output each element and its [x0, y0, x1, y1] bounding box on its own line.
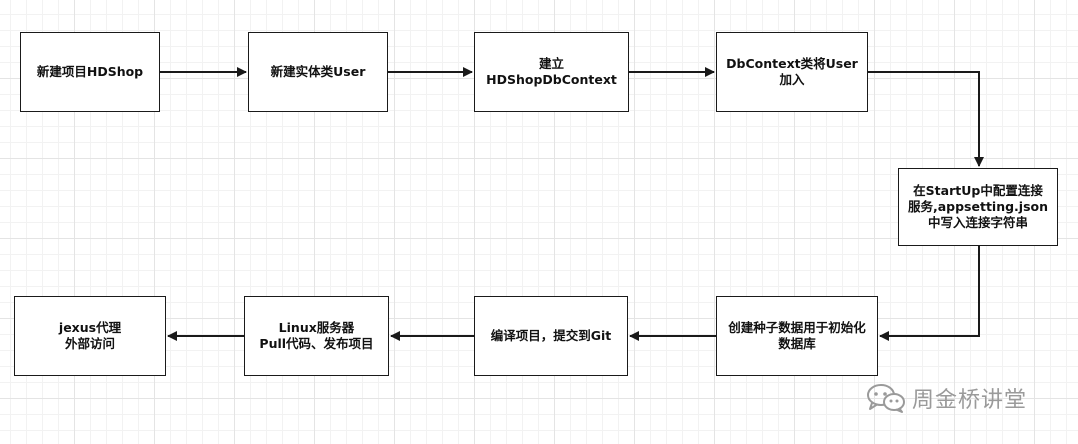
- node-build-commit: 编译项目，提交到Git: [474, 296, 628, 376]
- node-new-project: 新建项目HDShop: [20, 32, 160, 112]
- node-create-dbcontext-label: 建立 HDShopDbContext: [486, 56, 617, 87]
- wechat-icon: [867, 384, 905, 413]
- node-create-dbcontext: 建立 HDShopDbContext: [474, 32, 629, 112]
- node-new-entity-label: 新建实体类User: [270, 64, 366, 79]
- node-new-entity: 新建实体类User: [248, 32, 388, 112]
- node-add-user-to-dbcontext-label: DbContext类将User 加入: [726, 56, 858, 87]
- node-build-commit-label: 编译项目，提交到Git: [490, 328, 612, 343]
- node-add-user-to-dbcontext: DbContext类将User 加入: [716, 32, 868, 112]
- node-seed-data-label: 创建种子数据用于初始化数据库: [728, 320, 866, 351]
- watermark: 周金桥讲堂: [866, 382, 1027, 414]
- node-jexus-proxy: jexus代理 外部访问: [14, 296, 166, 376]
- node-jexus-proxy-label: jexus代理 外部访问: [58, 320, 122, 351]
- edge-configure-startup-to-seed-data: [879, 246, 980, 341]
- node-seed-data: 创建种子数据用于初始化数据库: [716, 296, 878, 376]
- node-linux-deploy-label: Linux服务器 Pull代码、发布项目: [259, 320, 374, 351]
- watermark-text: 周金桥讲堂: [912, 388, 1028, 413]
- node-new-project-label: 新建项目HDShop: [36, 64, 144, 79]
- node-linux-deploy: Linux服务器 Pull代码、发布项目: [244, 296, 389, 376]
- node-configure-startup-label: 在StartUp中配置连接服务,appsetting.json中写入连接字符串: [907, 183, 1049, 230]
- node-configure-startup: 在StartUp中配置连接服务,appsetting.json中写入连接字符串: [898, 168, 1058, 246]
- edge-add-user-to-configure-startup: [868, 71, 984, 167]
